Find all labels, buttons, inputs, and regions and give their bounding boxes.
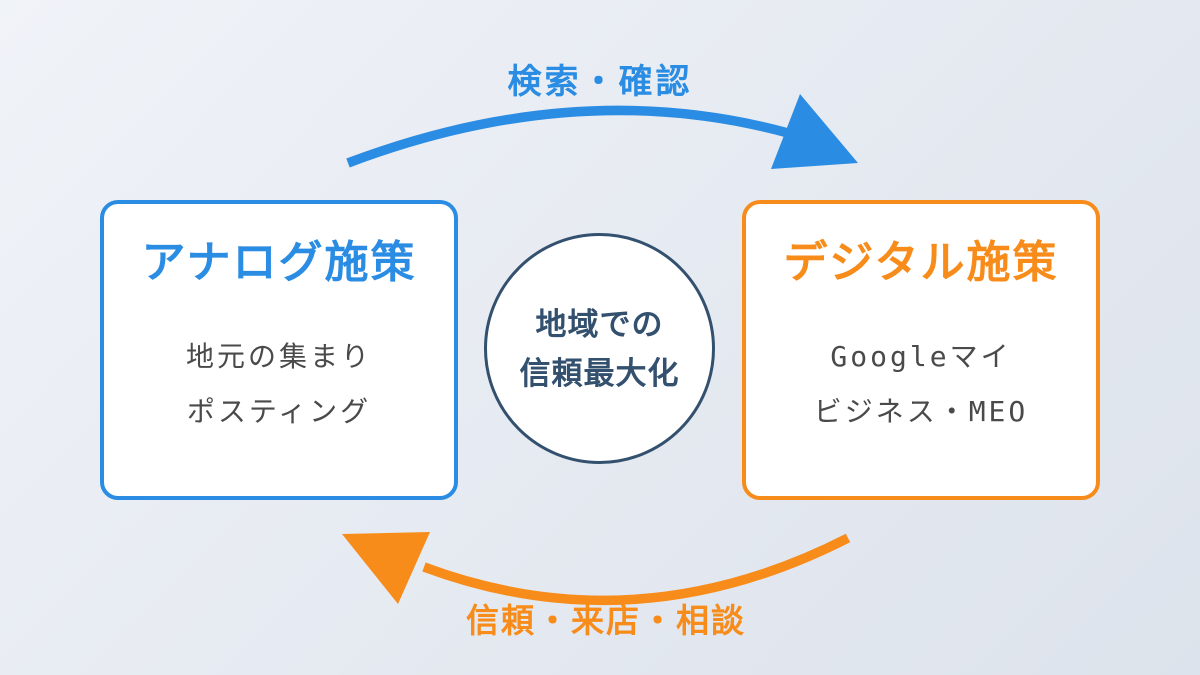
center-circle-line: 信頼最大化: [519, 355, 680, 391]
digital-box-title: デジタル施策: [783, 238, 1059, 287]
analog-box-title: アナログ施策: [141, 238, 417, 287]
top-arrow-curve-icon: [346, 105, 790, 168]
analog-box: アナログ施策 地元の集まり ポスティング: [100, 200, 458, 500]
center-circle: 地域での 信頼最大化: [484, 233, 715, 464]
digital-box-item: Googleマイ: [830, 340, 1012, 373]
center-circle-line: 地域での: [535, 306, 664, 342]
bottom-arrow-curve-icon: [422, 533, 851, 606]
analog-box-item: 地元の集まり: [185, 340, 372, 373]
analog-box-item: ポスティング: [186, 395, 372, 428]
top-arrow-label: 検索・確認: [507, 63, 693, 101]
top-arrowhead-icon: [771, 94, 858, 169]
digital-box-item: ビジネス・MEO: [813, 395, 1029, 428]
digital-box: デジタル施策 Googleマイ ビジネス・MEO: [742, 200, 1100, 500]
bottom-arrow-label: 信頼・来店・相談: [466, 602, 746, 639]
bottom-arrowhead-icon: [342, 532, 430, 604]
